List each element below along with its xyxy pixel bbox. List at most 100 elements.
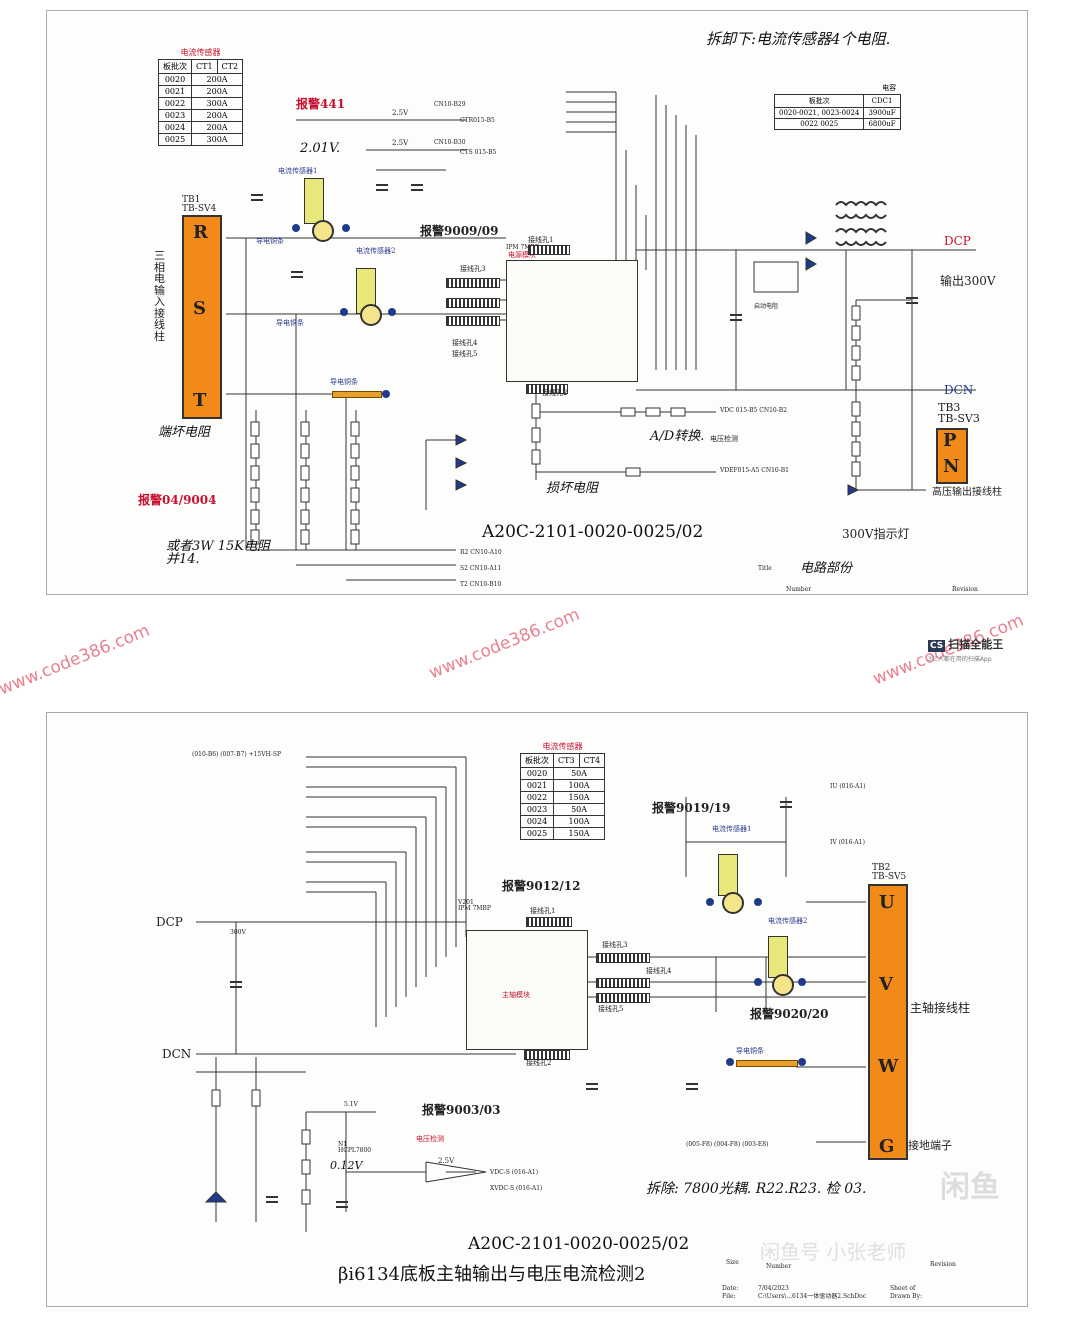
tb1-terminal: [182, 215, 222, 419]
tb3-terminal: [936, 428, 968, 484]
terminal-dot-icon: [382, 390, 390, 398]
dcn-label: DCN: [944, 383, 974, 397]
table-header: 板批次: [520, 753, 554, 768]
terminal-dot-icon: [706, 898, 714, 906]
tb2-label: TB2 TB-SV5: [872, 863, 907, 882]
sensor2-label: 电流传感器2: [356, 247, 396, 255]
t2-line-label: T2 CN10-B10: [460, 581, 502, 588]
watermark-2: www.code386.com: [426, 604, 583, 684]
table-header: CT3: [553, 753, 580, 768]
current-sensor-ct3: [718, 854, 738, 896]
tb2-terminal: [868, 884, 908, 1160]
vdc-label: VDC 015-B5 CN10-B2: [720, 407, 787, 414]
file-label: File:: [722, 1293, 736, 1300]
cap-table-title: 电容: [882, 84, 897, 92]
table-header: CDC1: [863, 94, 901, 108]
terminal-p: P: [943, 430, 957, 451]
handwritten-note: 拆除: 7800光耦. R22.R23. 检 03.: [646, 1181, 867, 1197]
terminal-dot-icon: [726, 1058, 734, 1066]
terminal-w: W: [878, 1056, 899, 1077]
current-sensor-ct4: [768, 936, 788, 978]
scanner-app-icon: CS: [928, 640, 946, 652]
alarm-04: 报警04/9004: [138, 493, 217, 507]
teacher-watermark: 闲鱼号 小张老师: [760, 1240, 907, 1264]
alarm-9009: 报警9009/09: [420, 224, 499, 238]
hole3-label: 接线孔3: [602, 941, 628, 949]
terminal-dot-icon: [798, 1058, 806, 1066]
watermark-1: www.code386.com: [0, 620, 153, 700]
v25-label: 2.5V: [438, 1157, 455, 1165]
xianyu-watermark: 闲鱼: [940, 1170, 1000, 1205]
file-value: C:\Users\...6134一体驱动器2.SchDoc: [758, 1293, 867, 1300]
dcn-label: DCN: [162, 1047, 192, 1061]
led-300v-label: 300V指示灯: [842, 527, 910, 541]
number-label: Number: [766, 1263, 792, 1270]
start-resistor-label: 启动电阻: [754, 303, 779, 310]
date-value: 7/04/2023: [758, 1285, 789, 1292]
v51-label: 5.1V: [344, 1101, 358, 1108]
v25-label-b: 2.5V: [392, 139, 409, 147]
table-header: 板批次: [773, 94, 865, 108]
terminal-dot-icon: [754, 978, 762, 986]
document-number-1: A20C-2101-0020-0025/02: [482, 522, 704, 542]
terminal-u: U: [879, 892, 895, 913]
signal-list: (010-B6) (007-B7) +15VH-SP: [192, 751, 281, 758]
alarm-441: 报警441: [296, 97, 346, 111]
size-label: Size: [726, 1259, 739, 1266]
ct-table-title: 电流传感器: [542, 742, 583, 751]
handwritten-3w: 或者3W 15K电阻并14.: [166, 539, 271, 567]
dcp-label: DCP: [156, 915, 183, 929]
alarm-9019: 报警9019/19: [652, 801, 731, 815]
sensor-ring-icon: [722, 892, 744, 914]
connector-hole2: [524, 1050, 570, 1060]
hole4-label: 接线孔4: [452, 339, 478, 347]
alarm-9012: 报警9012/12: [502, 879, 581, 893]
terminal-dot-icon: [754, 898, 762, 906]
terminal-v: V: [879, 974, 893, 995]
terminal-dot-icon: [292, 224, 300, 232]
terminal-dot-icon: [388, 308, 396, 316]
handwritten-ad: A/D转换.: [650, 429, 705, 444]
table-header: CT4: [578, 753, 606, 768]
ipm-label: IPM 7MBP: [506, 244, 539, 251]
busbar-label-3: 导电铜条: [330, 378, 358, 386]
table-header: CT2: [216, 59, 244, 74]
terminal-r: R: [193, 222, 208, 243]
alarm-9003: 报警9003/03: [422, 1103, 501, 1117]
sensor-ring-icon: [312, 220, 334, 242]
terminal-dot-icon: [342, 224, 350, 232]
sheet-label: Sheet of: [890, 1285, 916, 1292]
busbar-label: 导电铜条: [736, 1047, 764, 1055]
hv-output-label: 高压输出接线柱: [932, 487, 1002, 498]
hole2-label: 接线孔2: [526, 1059, 552, 1067]
vdef-label: VDEF015-A5 CN10-B1: [720, 467, 789, 474]
v012-label: 0.12V: [330, 1159, 363, 1172]
date-label: Date:: [722, 1285, 739, 1292]
sensor-ring-icon: [772, 974, 794, 996]
cn10-b30-label: CN10-B30: [434, 139, 466, 146]
iv-label: IV (016-A1): [830, 839, 865, 846]
handwritten-bad-resistor: 端坏电阻: [158, 425, 211, 440]
g-line-label: (005-F8) (004-F8) (003-E8): [686, 1141, 769, 1148]
ct-table-title: 电流传感器: [180, 48, 221, 57]
number-label: Number: [786, 586, 812, 593]
tb1-label: TB1 TB-SV4: [182, 195, 217, 214]
document-title: βi6134底板主轴输出与电压电流检测2: [338, 1264, 646, 1285]
dcp-label: DCP: [944, 234, 971, 248]
terminal-dot-icon: [798, 978, 806, 986]
revision-label: Revision: [952, 586, 978, 593]
tb3-label: TB3 TB-SV3: [938, 401, 980, 425]
connector-hole4: [596, 978, 650, 988]
copper-busbar: [332, 391, 382, 398]
